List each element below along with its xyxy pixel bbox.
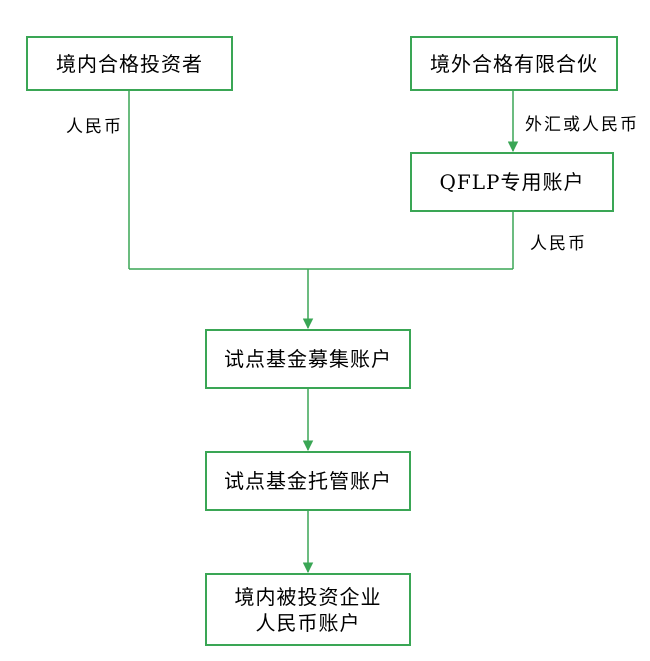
label-foreign-currency-or-rmb: 外汇或人民币 [525,115,639,135]
node-investee-account: 境内被投资企业 人民币账户 [205,573,411,646]
node-fund-custody-account: 试点基金托管账户 [205,451,411,511]
node-domestic-investor: 境内合格投资者 [26,36,233,91]
label-domestic-rmb: 人民币 [66,117,123,137]
node-qflp-account-label: QFLP专用账户 [439,170,585,194]
node-qflp-account: QFLP专用账户 [410,152,614,212]
node-fund-raising-account-label: 试点基金募集账户 [224,347,392,371]
node-domestic-investor-label: 境内合格投资者 [56,51,203,76]
label-qflp-rmb: 人民币 [530,234,587,254]
node-fund-raising-account: 试点基金募集账户 [205,329,411,389]
node-fund-custody-account-label: 试点基金托管账户 [224,469,392,493]
node-foreign-partner: 境外合格有限合伙 [410,36,618,91]
node-investee-account-label: 境内被投资企业 人民币账户 [234,584,382,635]
node-foreign-partner-label: 境外合格有限合伙 [430,51,598,76]
